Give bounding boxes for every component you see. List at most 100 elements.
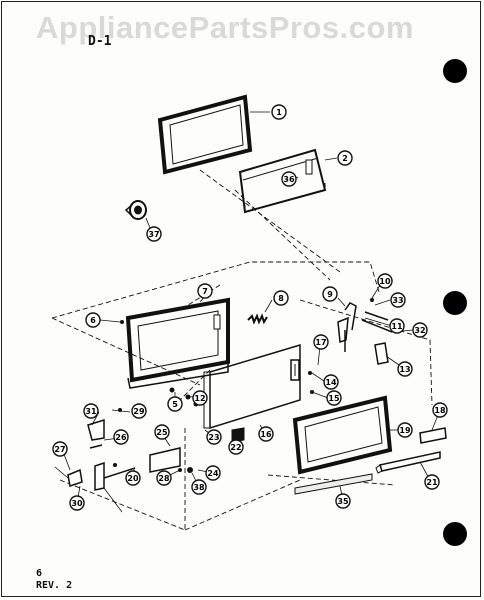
callout-13: 13 (397, 361, 413, 377)
construction-lines (51, 169, 433, 531)
callout-circle (326, 390, 342, 406)
callout-16: 16 (258, 426, 274, 442)
callout-circle (131, 403, 147, 419)
callout-2: 2 (337, 150, 353, 166)
part-panel-16 (203, 343, 301, 430)
callout-10: 10 (377, 273, 393, 289)
callout-label: 38 (193, 483, 205, 492)
callout-circle (313, 334, 329, 350)
binder-hole-bottom (443, 522, 467, 546)
callout-31: 31 (83, 403, 99, 419)
callout-23: 23 (206, 429, 222, 445)
footer-revision: REV. 2 (36, 580, 73, 591)
callout-32: 32 (412, 322, 428, 338)
callout-9: 9 (322, 286, 338, 302)
callout-label: 20 (127, 474, 139, 483)
watermark-text: AppliancePartsPros.com (36, 10, 414, 45)
callout-label: 16 (260, 430, 272, 439)
callout-35: 35 (335, 493, 351, 509)
callout-label: 27 (54, 445, 65, 454)
part-latch-assembly (337, 302, 393, 352)
binder-hole-middle (443, 291, 467, 315)
callout-circle (397, 361, 413, 377)
callout-25: 25 (154, 424, 170, 440)
callout-circle (377, 273, 393, 289)
callout-label: 23 (208, 433, 219, 442)
callout-label: 26 (115, 433, 127, 442)
binder-hole-top (443, 59, 467, 83)
callout-5: 5 (167, 396, 183, 412)
callout-8: 8 (273, 290, 289, 306)
diagram-code: D-1 (88, 34, 112, 49)
callout-14: 14 (323, 374, 339, 390)
callout-29: 29 (131, 403, 147, 419)
callout-18: 18 (432, 402, 448, 418)
callout-circle (167, 396, 183, 412)
callout-circle (337, 150, 353, 166)
part-spring-8 (247, 313, 268, 325)
part-frame-1 (157, 94, 253, 175)
callout-7: 7 (197, 283, 213, 299)
callout-label: 14 (325, 378, 337, 387)
callout-circle (191, 479, 207, 495)
callout-circle (125, 470, 141, 486)
callout-22: 22 (228, 439, 244, 455)
callout-11: 11 (389, 318, 405, 334)
callout-circle (85, 312, 101, 328)
callout-label: 7 (202, 287, 208, 296)
callout-circle (83, 403, 99, 419)
callout-20: 20 (125, 470, 141, 486)
callout-label: 22 (230, 443, 241, 452)
part-clip-13 (374, 342, 389, 365)
callout-26: 26 (113, 429, 129, 445)
callout-label: 32 (414, 326, 425, 335)
callout-circle (113, 429, 129, 445)
callout-12: 12 (192, 390, 208, 406)
callout-30: 30 (69, 495, 85, 511)
callout-label: 17 (315, 338, 326, 347)
callout-label: 21 (426, 478, 438, 487)
callout-circle (69, 495, 85, 511)
callout-label: 5 (172, 400, 178, 409)
callout-circle (432, 402, 448, 418)
callout-label: 1 (276, 108, 282, 117)
callout-circle (206, 429, 222, 445)
callout-label: 29 (133, 407, 145, 416)
callout-circle (258, 426, 274, 442)
callout-6: 6 (85, 312, 101, 328)
callout-circle (397, 422, 413, 438)
callout-circle (424, 474, 440, 490)
callout-37: 37 (146, 226, 162, 242)
callout-circle (228, 439, 244, 455)
part-window-frame-19 (292, 395, 393, 475)
callout-label: 15 (328, 394, 340, 403)
callout-circle (412, 322, 428, 338)
callout-circle (389, 318, 405, 334)
callout-label: 31 (85, 407, 97, 416)
callout-circle (52, 441, 68, 457)
part-knob-37 (124, 200, 147, 220)
callout-circle (271, 104, 287, 120)
callout-circle (192, 390, 208, 406)
callout-15: 15 (326, 390, 342, 406)
callout-label: 35 (337, 497, 349, 506)
part-rail-38 (375, 451, 441, 474)
callout-circle (197, 283, 213, 299)
callout-38: 38 (191, 479, 207, 495)
callout-label: 25 (156, 428, 168, 437)
callout-28: 28 (156, 470, 172, 486)
callout-circle (205, 465, 221, 481)
callout-17: 17 (313, 334, 329, 350)
part-connector-22 (231, 427, 245, 443)
callout-label: 30 (71, 499, 83, 508)
callout-circle (390, 292, 406, 308)
callout-label: 13 (399, 365, 410, 374)
callout-circle (323, 374, 339, 390)
part-strip-21 (294, 473, 373, 495)
callout-circle (281, 171, 297, 187)
footer-page-number: 6 (36, 568, 43, 579)
